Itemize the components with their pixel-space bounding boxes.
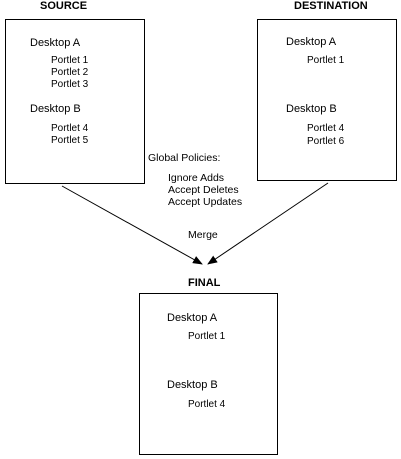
source-desktop-a-label: Desktop A [30,37,81,49]
source-heading: SOURCE [40,0,88,12]
destination-desktop-b-portlet-2: Portlet 6 [307,136,345,147]
final-desktop-a-portlet-1: Portlet 1 [188,331,226,342]
source-desktop-b-portlet-2: Portlet 5 [51,135,89,146]
source-desktop-a-portlet-2: Portlet 2 [51,67,89,78]
policy-ignore-adds: Ignore Adds [168,172,225,184]
policy-accept-updates: Accept Updates [168,196,243,208]
policies-title: Global Policies: [148,152,221,164]
destination-box [257,19,397,181]
source-desktop-b-label: Desktop B [30,103,81,115]
arrow-source-to-final [61,185,203,265]
final-box [139,293,278,455]
source-desktop-a-portlet-3: Portlet 3 [51,79,89,90]
source-desktop-a-portlet-1: Portlet 1 [51,55,89,66]
destination-desktop-a-portlet-1: Portlet 1 [307,55,345,66]
policy-accept-deletes: Accept Deletes [168,184,239,196]
destination-desktop-b-label: Desktop B [286,103,337,115]
source-box [5,19,145,184]
source-desktop-b-portlet-1: Portlet 4 [51,123,89,134]
final-desktop-a-label: Desktop A [167,312,218,324]
final-heading: FINAL [188,277,221,289]
final-desktop-b-label: Desktop B [167,379,218,391]
destination-heading: DESTINATION [294,0,368,12]
final-desktop-b-portlet-1: Portlet 4 [188,399,226,410]
destination-desktop-a-label: Desktop A [286,36,337,48]
merge-label: Merge [188,229,218,241]
destination-desktop-b-portlet-1: Portlet 4 [307,123,345,134]
arrow-destination-to-final [207,182,329,265]
